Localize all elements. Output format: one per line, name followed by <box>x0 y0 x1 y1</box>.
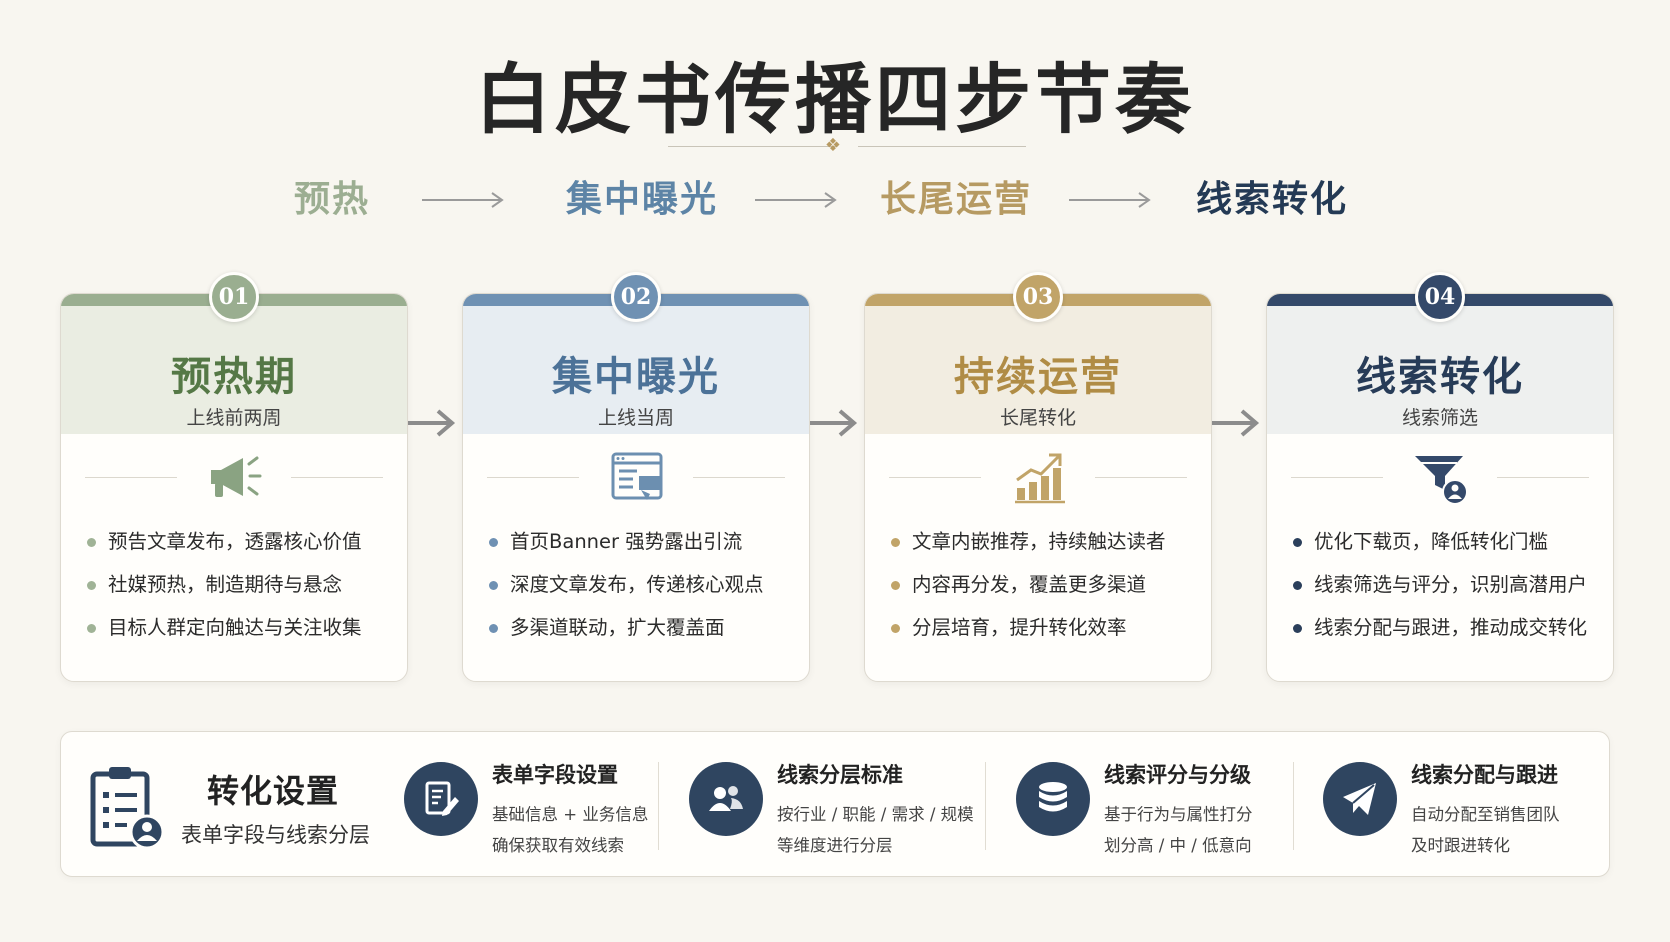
step-card-4: 线索转化 线索筛选 优化下载页，降低转化门槛 线索筛选与评分，识别高潜用户 线索… <box>1266 293 1614 682</box>
flow-step-4: 线索转化 <box>1196 178 1349 220</box>
bullet-item: 分层培育，提升转化效率 <box>889 616 1166 659</box>
flow-step-1: 预热 <box>294 178 371 220</box>
feature-separator <box>658 762 659 850</box>
bullet-item: 文章内嵌推荐，持续触达读者 <box>889 530 1166 573</box>
bullet-item: 预告文章发布，透露核心价值 <box>85 530 362 573</box>
feature-desc: 按行业 / 职能 / 需求 / 规模 <box>777 805 974 824</box>
step-card-2: 集中曝光 上线当周 首页Banner 强势露出引流 深度文章发布，传递核心观点 … <box>462 293 810 682</box>
title-rule-left <box>668 146 836 147</box>
feature-form-fields: 表单字段设置 基础信息 + 业务信息 确保获取有效线索 <box>404 732 648 878</box>
feature-title: 线索分层标准 <box>777 763 903 787</box>
funnel-user-icon <box>1415 456 1468 505</box>
conversion-settings-panel: 转化设置 表单字段与线索分层 表单字段设置 基础信息 + 业务信息 确保获取有效… <box>60 731 1610 877</box>
card-subtitle: 长尾转化 <box>999 407 1076 429</box>
paper-plane-icon <box>1343 783 1376 815</box>
feature-title: 线索分配与跟进 <box>1411 763 1558 787</box>
flow-arrow-icon <box>755 192 837 208</box>
feature-title: 线索评分与分级 <box>1104 763 1251 787</box>
card-subtitle: 上线当周 <box>597 407 674 429</box>
feature-desc: 及时跟进转化 <box>1411 836 1510 855</box>
users-icon <box>709 786 743 811</box>
page-title: 白皮书传播四步节奏 <box>475 55 1195 144</box>
card-divider <box>1095 477 1187 478</box>
step-arrow-icon <box>1212 409 1260 437</box>
megaphone-icon <box>211 456 262 497</box>
feature-lead-scoring: 线索评分与分级 基于行为与属性打分 划分高 / 中 / 低意向 <box>1016 732 1276 878</box>
feature-desc: 基于行为与属性打分 <box>1104 805 1253 824</box>
feature-icon-circle <box>1016 762 1090 836</box>
card-bullet-list: 文章内嵌推荐，持续触达读者 内容再分发，覆盖更多渠道 分层培育，提升转化效率 <box>889 530 1166 659</box>
card-bullet-list: 预告文章发布，透露核心价值 社媒预热，制造期待与悬念 目标人群定向触达与关注收集 <box>85 530 362 659</box>
panel-subtitle: 表单字段与线索分层 <box>181 823 370 847</box>
bullet-item: 线索分配与跟进，推动成交转化 <box>1291 616 1587 659</box>
flow-arrow-icon <box>422 192 504 208</box>
card-header: 预热期 上线前两周 <box>61 306 407 434</box>
bullet-item: 社媒预热，制造期待与悬念 <box>85 573 362 616</box>
feature-desc: 等维度进行分层 <box>777 836 893 855</box>
database-icon <box>1039 782 1067 812</box>
clipboard-user-icon <box>90 767 165 850</box>
feature-desc: 自动分配至销售团队 <box>1411 805 1560 824</box>
card-subtitle: 线索筛选 <box>1401 407 1478 429</box>
feature-icon-circle <box>1323 762 1397 836</box>
flow-step-3: 长尾运营 <box>880 178 1033 220</box>
title-ornament-icon: ❖ <box>824 135 842 156</box>
step-arrow-icon <box>810 409 858 437</box>
card-header: 集中曝光 上线当周 <box>463 306 809 434</box>
card-divider <box>1497 477 1589 478</box>
step-number-badge: 01 <box>209 272 259 322</box>
feature-desc: 划分高 / 中 / 低意向 <box>1104 836 1252 855</box>
card-title: 集中曝光 <box>552 353 720 400</box>
card-header: 线索转化 线索筛选 <box>1267 306 1613 434</box>
panel-title: 转化设置 <box>207 772 340 810</box>
step-arrow-icon <box>408 409 456 437</box>
card-divider <box>487 477 579 478</box>
step-number-badge: 02 <box>611 272 661 322</box>
flow-step-2: 集中曝光 <box>566 178 719 220</box>
feature-desc: 基础信息 + 业务信息 <box>492 805 649 824</box>
bullet-item: 优化下载页，降低转化门槛 <box>1291 530 1587 573</box>
card-title: 持续运营 <box>954 353 1122 400</box>
bullet-item: 目标人群定向触达与关注收集 <box>85 616 362 659</box>
card-divider <box>291 477 383 478</box>
bullet-item: 深度文章发布，传递核心观点 <box>487 573 764 616</box>
feature-title: 表单字段设置 <box>492 763 618 787</box>
feature-separator <box>985 762 986 850</box>
webpage-banner-icon <box>611 452 663 500</box>
feature-icon-circle <box>404 762 478 836</box>
flow-arrow-icon <box>1069 192 1151 208</box>
bullet-item: 首页Banner 强势露出引流 <box>487 530 764 573</box>
card-header: 持续运营 长尾转化 <box>865 306 1211 434</box>
growth-chart-icon <box>1015 453 1065 504</box>
bullet-item: 多渠道联动，扩大覆盖面 <box>487 616 764 659</box>
feature-icon-circle <box>689 762 763 836</box>
form-edit-icon <box>425 781 459 816</box>
step-number-badge: 03 <box>1013 272 1063 322</box>
bullet-item: 线索筛选与评分，识别高潜用户 <box>1291 573 1587 616</box>
card-subtitle: 上线前两周 <box>186 407 282 429</box>
card-divider <box>693 477 785 478</box>
card-title: 线索转化 <box>1356 353 1524 400</box>
card-bullet-list: 首页Banner 强势露出引流 深度文章发布，传递核心观点 多渠道联动，扩大覆盖… <box>487 530 764 659</box>
step-card-1: 预热期 上线前两周 预告文章发布，透露核心价值 社媒预热，制造期待与悬念 目标人… <box>60 293 408 682</box>
card-divider <box>85 477 177 478</box>
step-number-badge: 04 <box>1415 272 1465 322</box>
feature-lead-tiers: 线索分层标准 按行业 / 职能 / 需求 / 规模 等维度进行分层 <box>689 732 974 878</box>
card-divider <box>889 477 981 478</box>
card-title: 预热期 <box>171 353 297 400</box>
card-divider <box>1291 477 1383 478</box>
feature-lead-assignment: 线索分配与跟进 自动分配至销售团队 及时跟进转化 <box>1323 732 1593 878</box>
bullet-item: 内容再分发，覆盖更多渠道 <box>889 573 1166 616</box>
feature-desc: 确保获取有效线索 <box>492 836 624 855</box>
card-bullet-list: 优化下载页，降低转化门槛 线索筛选与评分，识别高潜用户 线索分配与跟进，推动成交… <box>1291 530 1587 659</box>
feature-separator <box>1293 762 1294 850</box>
step-card-3: 持续运营 长尾转化 文章内嵌推荐，持续触达读者 内容再分发，覆盖更多渠道 分层培… <box>864 293 1212 682</box>
title-rule-right <box>858 146 1026 147</box>
